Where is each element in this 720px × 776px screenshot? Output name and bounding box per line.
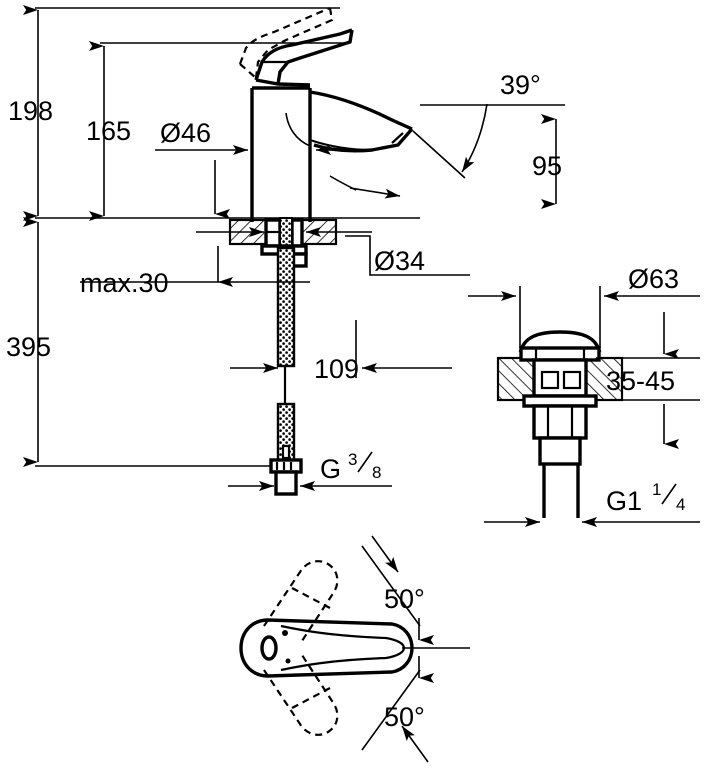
spout-plan-dot-lower bbox=[285, 658, 291, 664]
spout-plan-outline bbox=[239, 618, 414, 678]
dimlabel-395: 395 bbox=[6, 332, 51, 362]
lever-dashed-base bbox=[239, 63, 257, 79]
dimlabel-swivel-lower: 50° bbox=[384, 702, 425, 732]
flexible-hose-upper bbox=[276, 246, 296, 368]
arrow-upper-50 bbox=[371, 535, 399, 573]
dimlabel-95: 95 bbox=[532, 151, 562, 181]
dimlabel-198: 198 bbox=[8, 96, 53, 126]
hose-end-fitting bbox=[269, 458, 303, 496]
drain-cap bbox=[518, 330, 602, 352]
spout-lower-profile bbox=[313, 127, 414, 153]
dimlabel-g114-group: G1 1 4 bbox=[606, 480, 685, 516]
ray-lower-50 bbox=[361, 669, 421, 751]
spout-plan-dashed-up bbox=[263, 560, 339, 645]
spout-root-curve bbox=[285, 112, 311, 147]
hose-marker bbox=[281, 444, 291, 460]
ray-upper-50 bbox=[361, 545, 421, 627]
dimleader-d34 bbox=[345, 235, 470, 276]
dimlabel-g38-sup: 3 bbox=[348, 450, 357, 469]
drain-tail-collar bbox=[538, 436, 582, 466]
spout-plan-dashed-down bbox=[263, 651, 339, 736]
lever-dashed-under bbox=[254, 7, 334, 79]
spout-plan-inner-top bbox=[280, 624, 406, 649]
elevation-dimensions: 198 165 Ø46 Ø34 max.30 395 109 G bbox=[6, 5, 565, 491]
fraction-slash-g114 bbox=[661, 483, 677, 505]
dimlabel-d34: Ø34 bbox=[374, 246, 425, 276]
spout-plan-aerator bbox=[260, 635, 278, 661]
dimlabel-g38-sub: 8 bbox=[372, 463, 381, 482]
dimlabel-d46: Ø46 bbox=[160, 118, 211, 148]
dimlabel-max30: max.30 bbox=[80, 268, 169, 298]
drain-nut bbox=[532, 404, 588, 440]
spout-tip-face bbox=[391, 132, 404, 144]
angle-ray-lower bbox=[349, 187, 401, 199]
dimlabel-g114-sub: 4 bbox=[676, 495, 685, 514]
lever-dashed-top bbox=[238, 6, 331, 65]
angle-ray-upper bbox=[412, 130, 466, 179]
angle-arc-lower bbox=[329, 175, 357, 191]
drain-slot-left bbox=[540, 370, 560, 390]
dimlabel-3545: 35-45 bbox=[606, 366, 675, 396]
dimlabel-g114-sup: 1 bbox=[652, 480, 661, 499]
dimlabel-swivel-upper: 50° bbox=[384, 584, 425, 614]
fraction-slash-g38 bbox=[357, 451, 373, 473]
dimlabel-165: 165 bbox=[86, 116, 131, 146]
lever-under-edge bbox=[276, 29, 354, 85]
drain-slot-right bbox=[562, 370, 582, 390]
drain-detail-geometry bbox=[496, 330, 624, 518]
swivel-plan-geometry: 50° 50° bbox=[239, 535, 470, 763]
dimlabel-g114: G1 bbox=[606, 486, 642, 516]
drain-dimensions: Ø63 35-45 G1 1 4 bbox=[468, 264, 700, 527]
faucet-elevation-geometry bbox=[35, 6, 420, 496]
leader-39deg bbox=[461, 103, 488, 173]
spout-plan-dot-upper bbox=[282, 630, 288, 636]
arrow-lower-50 bbox=[401, 725, 429, 763]
spout-plan-inner-bottom bbox=[280, 647, 406, 672]
dimlabel-109: 109 bbox=[314, 354, 359, 384]
dimlabel-g38: G bbox=[320, 454, 341, 484]
dimlabel-39deg: 39° bbox=[500, 70, 541, 100]
drain-cap-skirt bbox=[519, 346, 601, 362]
basin-section-left bbox=[496, 356, 540, 402]
dimlabel-d63: Ø63 bbox=[628, 264, 679, 294]
lever-base bbox=[255, 78, 311, 87]
dimlabel-g38-group: G 3 8 bbox=[320, 450, 381, 484]
spout-upper-profile bbox=[309, 90, 413, 131]
